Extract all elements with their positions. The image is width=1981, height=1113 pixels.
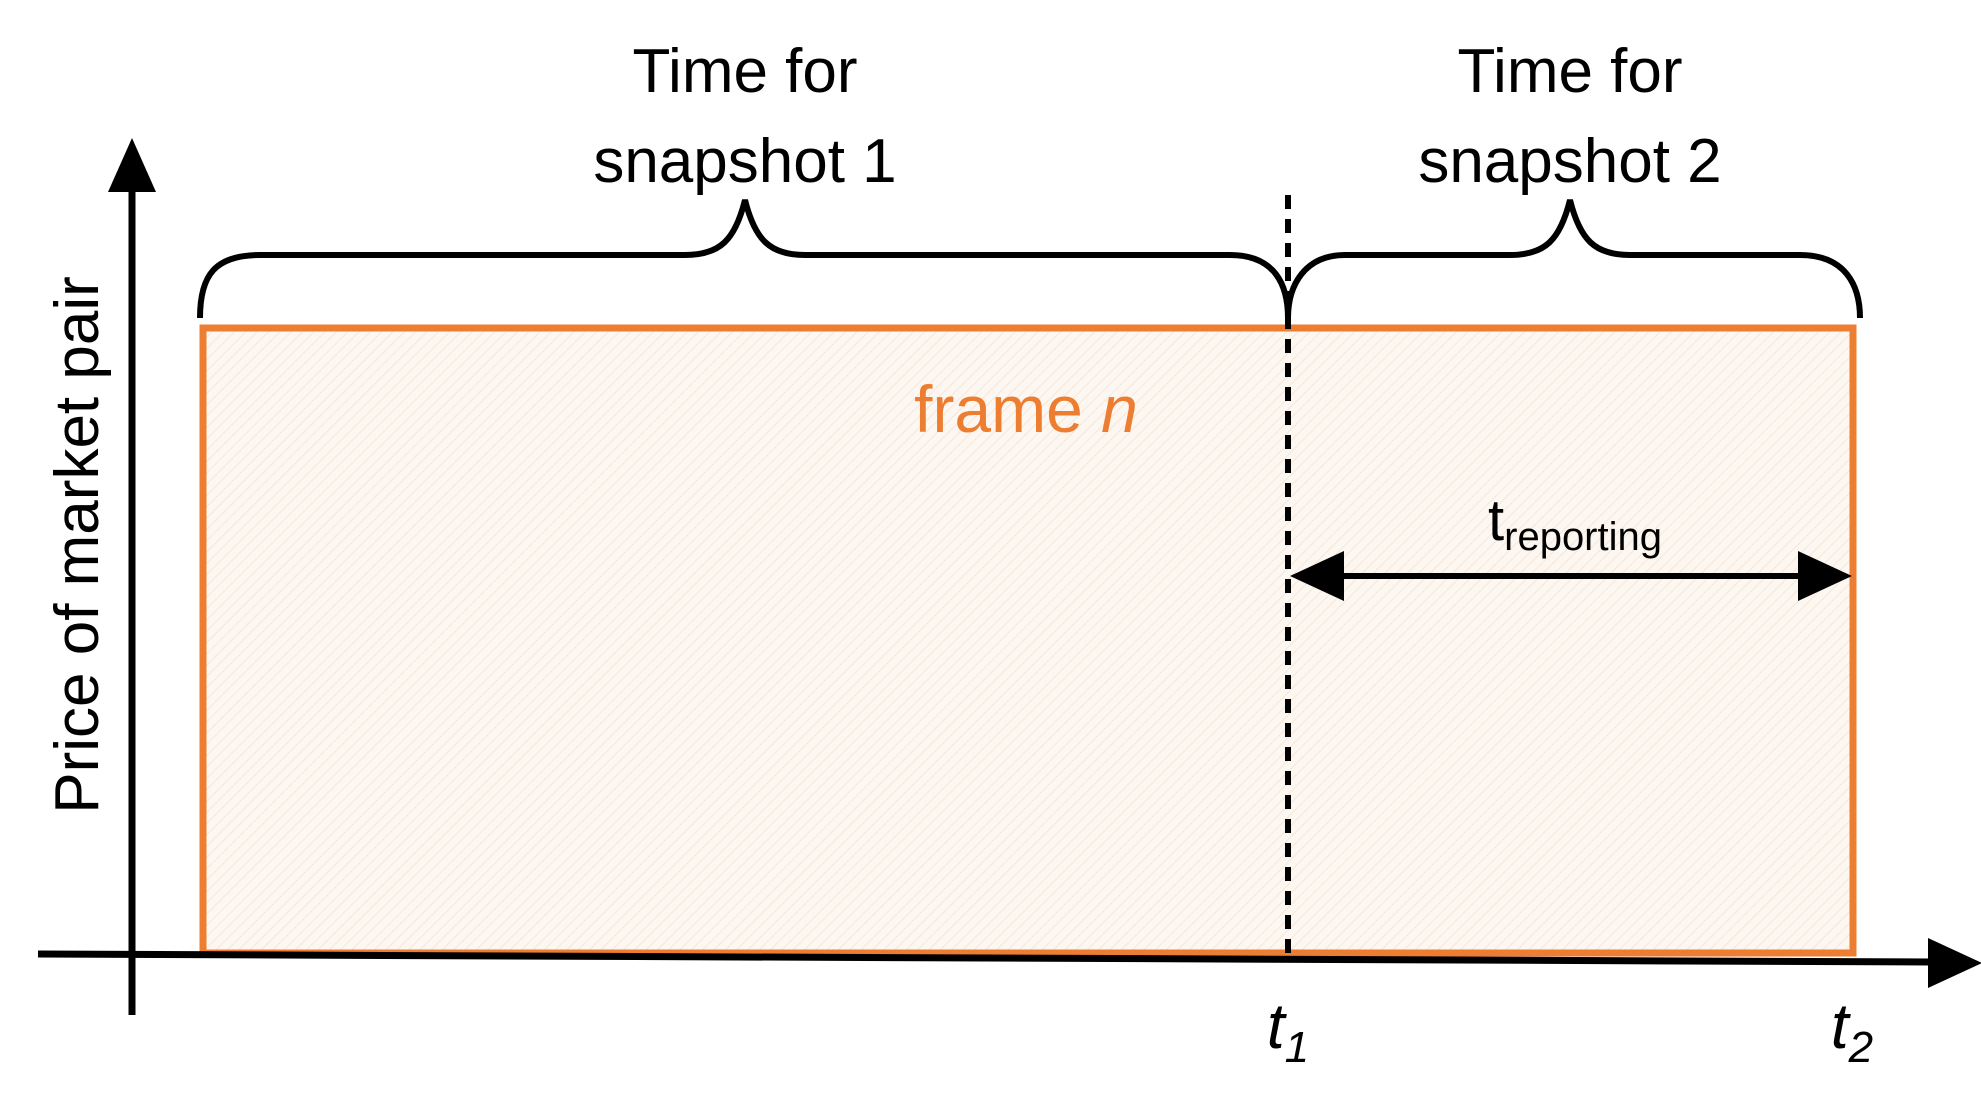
t2-label: t2 — [1831, 990, 1873, 1072]
snapshot2-label-line1: Time for — [1457, 37, 1682, 106]
y-axis-arrowhead — [108, 138, 156, 192]
frame-label-variable: n — [1101, 372, 1138, 446]
snapshot1-label-line2: snapshot 1 — [593, 127, 896, 196]
snapshot2-label-line2: snapshot 2 — [1418, 127, 1721, 196]
t2-label-subscript: 2 — [1848, 1023, 1873, 1072]
t1-label-subscript: 1 — [1285, 1023, 1309, 1072]
frame-rectangle — [199, 324, 1857, 957]
snapshot1-label-line1: Time for — [632, 37, 857, 106]
y-axis-label: Price of market pair — [43, 276, 112, 814]
t1-label: t1 — [1267, 990, 1309, 1072]
snapshot2-brace — [1285, 199, 1863, 319]
snapshot1-brace — [197, 199, 1291, 319]
t1-label-base: t — [1267, 990, 1287, 1062]
reporting-label-subscript: reporting — [1504, 515, 1662, 559]
x-axis-arrowhead — [1928, 938, 1981, 988]
frame-label-word: frame — [914, 372, 1101, 446]
reporting-arrow-left-head — [1290, 551, 1344, 601]
frame-label: frame n — [914, 372, 1138, 446]
x-axis — [37, 950, 1931, 966]
reporting-arrow-right-head — [1798, 551, 1852, 601]
t2-label-base: t — [1831, 990, 1851, 1062]
reporting-label-base: t — [1488, 488, 1504, 553]
reporting-label: treporting — [1488, 488, 1662, 559]
